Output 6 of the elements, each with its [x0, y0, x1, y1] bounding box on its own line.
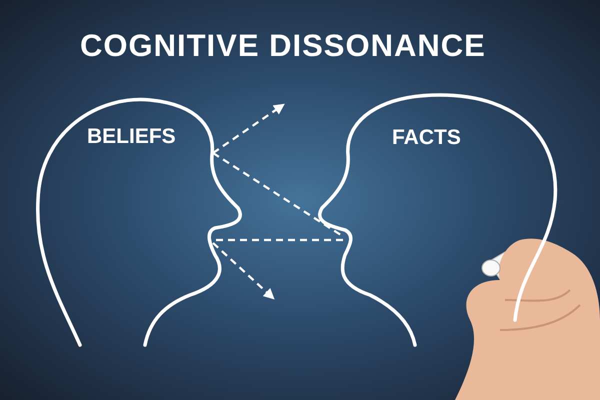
title: COGNITIVE DISSONANCE [80, 28, 486, 64]
dashed-arrow [212, 242, 275, 300]
head-label: FACTS [392, 126, 461, 150]
dashed-arrow [212, 104, 285, 154]
dashed-line [213, 238, 343, 242]
head-label: BELIEFS [87, 125, 176, 149]
